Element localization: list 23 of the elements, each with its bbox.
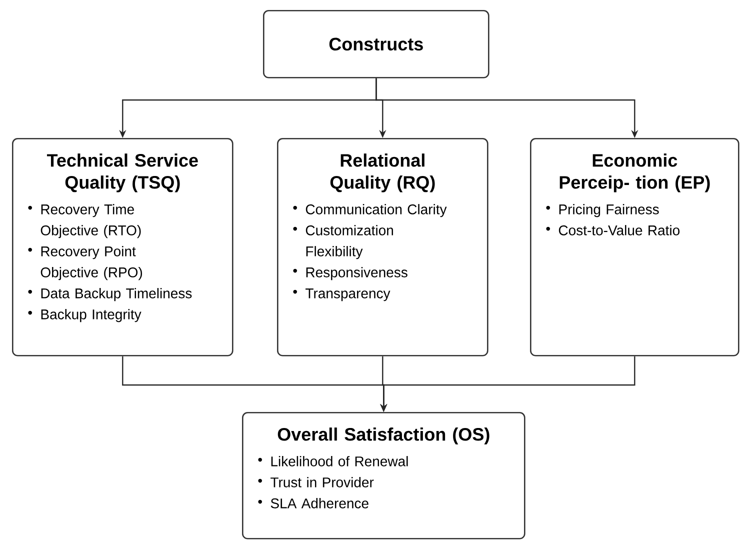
bullet-item: SLA Adherence [258,498,368,508]
bullet-item: Responsiveness [293,267,408,280]
bullet-item: Cost-to-Value Ratio [546,225,680,236]
construct-box [242,412,526,540]
bullet-item: Communication Clarity [293,204,447,218]
bullet-item: Backup Integrity [28,309,142,322]
construct-box [12,138,234,356]
bullet-item: Recovery Time Objective (RTO) [28,204,141,238]
construct-box [277,138,488,356]
bullet-item: Trust in Provider [258,477,374,488]
bullet-item: Recovery Point Objective (RPO) [28,246,142,280]
construct-box [263,10,490,78]
bullet-item: Data Backup Timeliness [28,288,192,302]
bullet-item: Likelihood of Renewal [258,456,408,466]
bullet-item: Pricing Fairness [546,204,659,218]
box-heading: Relational Quality (RQ) [330,154,435,192]
bullet-item: Transparency [293,288,390,302]
box-heading: Economic Perceip- tion (EP) [560,154,710,192]
construct-box [530,138,740,356]
box-heading: Overall Satisfaction (OS) [278,428,490,444]
bullet-item: Customization Flexibility [293,225,393,260]
box-heading: Constructs [329,38,423,51]
box-heading: Technical Service Quality (TSQ) [46,154,198,192]
